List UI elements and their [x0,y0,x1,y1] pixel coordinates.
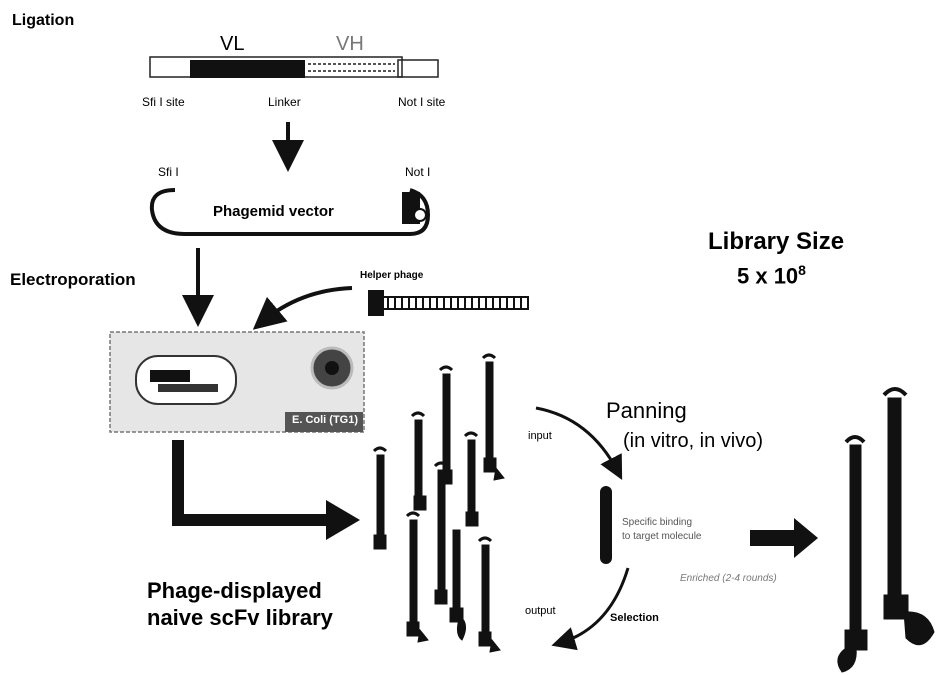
library-size-title: Library Size [708,228,844,256]
linker-label: Linker [268,95,301,109]
phagemid-vector-label: Phagemid vector [213,203,334,220]
library-name-line-2: naive scFv library [147,605,333,631]
enriched-label: Enriched (2-4 rounds) [680,573,777,584]
output-arrow [560,568,628,643]
input-label: input [528,430,552,442]
selection-label: Selection [610,612,659,624]
vl-label: VL [220,33,244,56]
not-site-label: Not I site [398,95,445,109]
specific-binding-line-1: Specific binding [622,517,692,528]
ligation-label: Ligation [12,12,74,30]
enriched-phages [838,389,934,672]
vl-segment [190,60,305,78]
target-molecule [600,486,612,564]
library-size-value: 5 x 108 [737,262,806,289]
library-arrow-line [178,440,328,520]
vh-label: VH [336,33,364,56]
specific-binding-line-2: to target molecule [622,531,702,542]
scfv-gene-construct [150,57,438,78]
electroporation-label: Electroporation [10,270,136,290]
not-label: Not I [405,165,430,179]
enrichment-arrow [750,518,818,558]
output-label: output [525,605,556,617]
helper-phage [368,290,528,316]
panning-label: Panning [606,398,687,424]
helper-phage-label: Helper phage [360,270,423,281]
sfi-site-label: Sfi I site [142,95,185,109]
ecoli-label: E. Coli (TG1) [292,414,358,426]
phage-library-cluster [374,355,504,652]
library-name-line-1: Phage-displayed [147,578,322,604]
sfi-label: Sfi I [158,165,179,179]
library-arrow-head [326,500,360,540]
panning-subtitle: (in vitro, in vivo) [623,430,763,453]
helper-phage-arrow [262,288,352,322]
